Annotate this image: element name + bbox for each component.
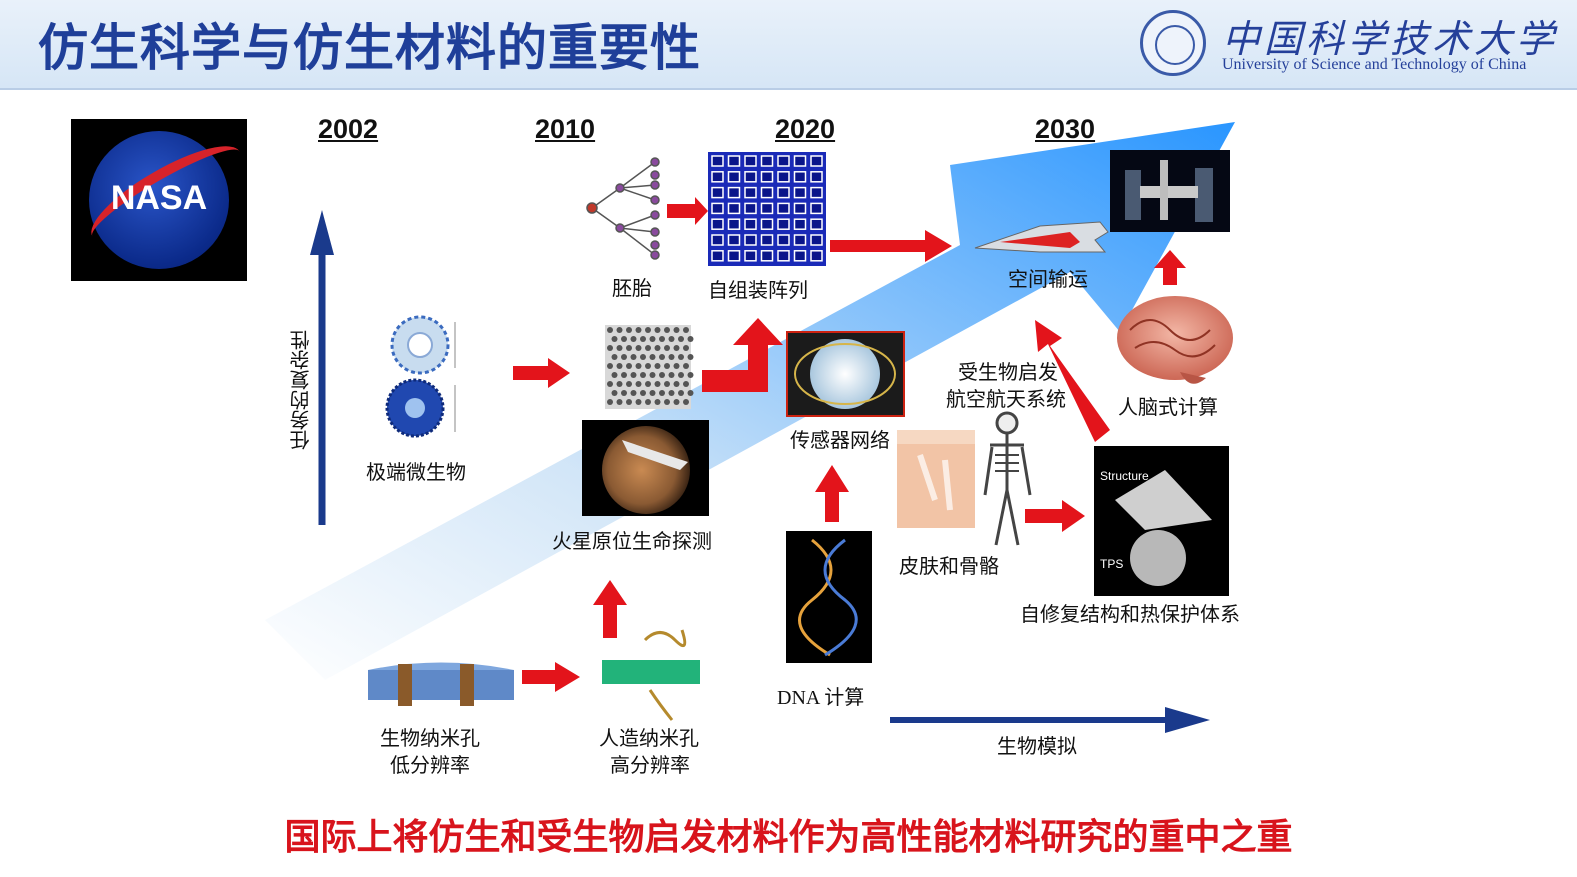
- artificial-nanopore-image: [602, 629, 700, 721]
- big-progress-arrow: [265, 122, 1235, 680]
- header-bar: 仿生科学与仿生材料的重要性 中国科学技术大学 University of Sci…: [0, 0, 1577, 90]
- label-embryo: 胚胎: [612, 276, 652, 300]
- arrow-skin-to-repair: [1025, 500, 1085, 532]
- arrow-diagonal-to-space: [1035, 320, 1110, 442]
- complexity-axis-arrow: [310, 210, 334, 525]
- arrow-dna-up: [815, 465, 849, 522]
- label-dna-computing: DNA 计算: [777, 687, 865, 709]
- label-self-assembly: 自组装阵列: [708, 278, 808, 302]
- label-bio-aerospace-line2: 航空航天系统: [946, 387, 1066, 411]
- label-mars-detection: 火星原位生命探测: [552, 529, 712, 553]
- embryo-tree-image: [586, 157, 660, 260]
- space-transport-image: [974, 221, 1109, 253]
- space-station-image: [1110, 150, 1230, 232]
- year-2010: 2010: [535, 114, 596, 144]
- arrow-elbow-up: [702, 318, 783, 392]
- brain-image: [1117, 296, 1233, 384]
- arrow-embryo-to-array: [667, 197, 708, 225]
- nasa-logo: NASA: [71, 119, 247, 281]
- label-brain-computing: 人脑式计算: [1118, 395, 1218, 419]
- extremophiles-image: [385, 315, 456, 438]
- structure-tag: Structure: [1100, 469, 1149, 483]
- arrow-nanopore-up: [593, 580, 627, 638]
- university-name-en: University of Science and Technology of …: [1222, 56, 1527, 73]
- year-2030: 2030: [1035, 114, 1096, 144]
- label-artificial-nanopore-line1: 人造纳米孔: [599, 726, 699, 750]
- bio-simulation-axis-label: 生物模拟: [997, 734, 1077, 758]
- label-skin-bone: 皮肤和骨骼: [899, 554, 999, 578]
- page-title: 仿生科学与仿生材料的重要性: [38, 19, 701, 77]
- sensor-network-image: [786, 331, 905, 417]
- arrow-nanopore-right: [522, 662, 580, 692]
- dna-helix-image: [786, 531, 872, 663]
- arrow-extremophiles-right: [513, 358, 570, 388]
- bio-simulation-axis-arrow: [890, 707, 1210, 733]
- label-space-transport: 空间输运: [1008, 267, 1088, 291]
- arrow-brain-up: [1154, 250, 1186, 285]
- label-bio-aerospace-line1: 受生物启发: [958, 360, 1058, 384]
- year-2002: 2002: [318, 114, 379, 144]
- tps-tag: TPS: [1100, 557, 1123, 571]
- year-2020: 2020: [775, 114, 836, 144]
- self-repair-structure-image: [1094, 446, 1229, 596]
- label-self-repair: 自修复结构和热保护体系: [1020, 602, 1240, 626]
- university-name-cn: 中国科学技术大学: [1222, 17, 1559, 61]
- mars-image: [582, 420, 709, 516]
- label-bio-nanopore-line2: 低分辨率: [390, 753, 470, 777]
- label-bio-nanopore-line1: 生物纳米孔: [380, 726, 480, 750]
- nanostructure-lattice-image: [605, 325, 694, 409]
- university-seal-logo: [1140, 10, 1206, 76]
- skin-cross-section-image: [897, 430, 975, 528]
- arrow-array-to-space: [830, 230, 952, 262]
- bottom-conclusion: 国际上将仿生和受生物启发材料作为高性能材料研究的重中之重: [284, 817, 1293, 858]
- label-sensor-network: 传感器网络: [790, 428, 890, 452]
- skeleton-image: [983, 411, 1032, 546]
- nasa-logo-text: NASA: [110, 179, 208, 217]
- label-artificial-nanopore-line2: 高分辨率: [610, 753, 690, 777]
- self-assembly-array-image: [708, 152, 826, 266]
- bio-nanopore-image: [368, 662, 514, 706]
- red-arrows: [513, 197, 1186, 692]
- label-extremophiles: 极端微生物: [366, 460, 466, 484]
- complexity-axis-label: 任务的复杂性: [289, 330, 313, 450]
